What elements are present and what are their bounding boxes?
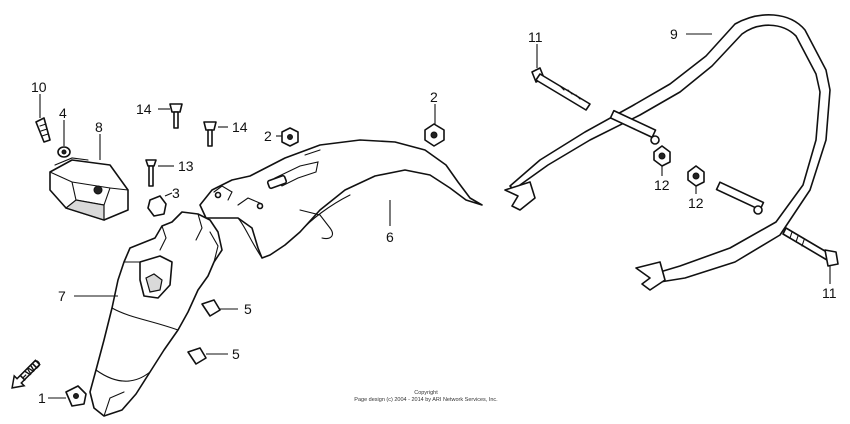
callout-5-lower: 5 <box>232 346 240 362</box>
callout-8: 8 <box>95 119 103 135</box>
copyright-line-2: Page design (c) 2004 - 2014 by ARI Netwo… <box>354 397 498 403</box>
forward-label: FWD <box>18 357 44 383</box>
callout-7: 7 <box>58 288 66 304</box>
screw-14-left <box>169 103 183 129</box>
screw-13 <box>145 159 157 187</box>
callout-3: 3 <box>172 185 180 201</box>
bolt-10 <box>35 117 51 143</box>
inner-fender-part <box>89 211 223 417</box>
rear-fender-part <box>199 139 483 259</box>
clip-3 <box>147 195 167 217</box>
callout-14-right: 14 <box>232 119 248 135</box>
leader-lines <box>39 33 831 399</box>
callout-14-left: 14 <box>136 101 152 117</box>
clip-5-upper <box>201 299 221 317</box>
callout-4: 4 <box>59 105 67 121</box>
nut-2-upper <box>424 123 445 147</box>
callout-12-lower: 12 <box>688 195 704 211</box>
clip-5-lower <box>187 347 207 365</box>
callout-6: 6 <box>386 229 394 245</box>
nut-2-lower <box>281 127 299 147</box>
callout-2-upper: 2 <box>430 89 438 105</box>
clip-1 <box>65 385 87 407</box>
callout-2-lower: 2 <box>264 128 272 144</box>
callout-13: 13 <box>178 158 194 174</box>
callout-5-upper: 5 <box>244 301 252 317</box>
grab-rail-part <box>504 14 831 291</box>
washer-12-upper <box>653 145 671 167</box>
callout-1: 1 <box>38 390 46 406</box>
copyright-line-1: Copyright <box>414 390 438 396</box>
forward-arrow-icon: FWD <box>11 357 44 389</box>
bolt-11-lower <box>782 227 839 267</box>
screw-14-right <box>203 121 217 147</box>
callout-12-upper: 12 <box>654 177 670 193</box>
cover-part <box>49 157 129 221</box>
callout-10: 10 <box>31 79 47 95</box>
washer-4 <box>57 146 71 158</box>
callout-11-upper: 11 <box>528 29 543 45</box>
callout-9: 9 <box>670 26 678 42</box>
washer-12-lower <box>687 165 705 187</box>
callout-11-lower: 11 <box>822 285 837 301</box>
bolt-11-upper <box>531 67 591 111</box>
